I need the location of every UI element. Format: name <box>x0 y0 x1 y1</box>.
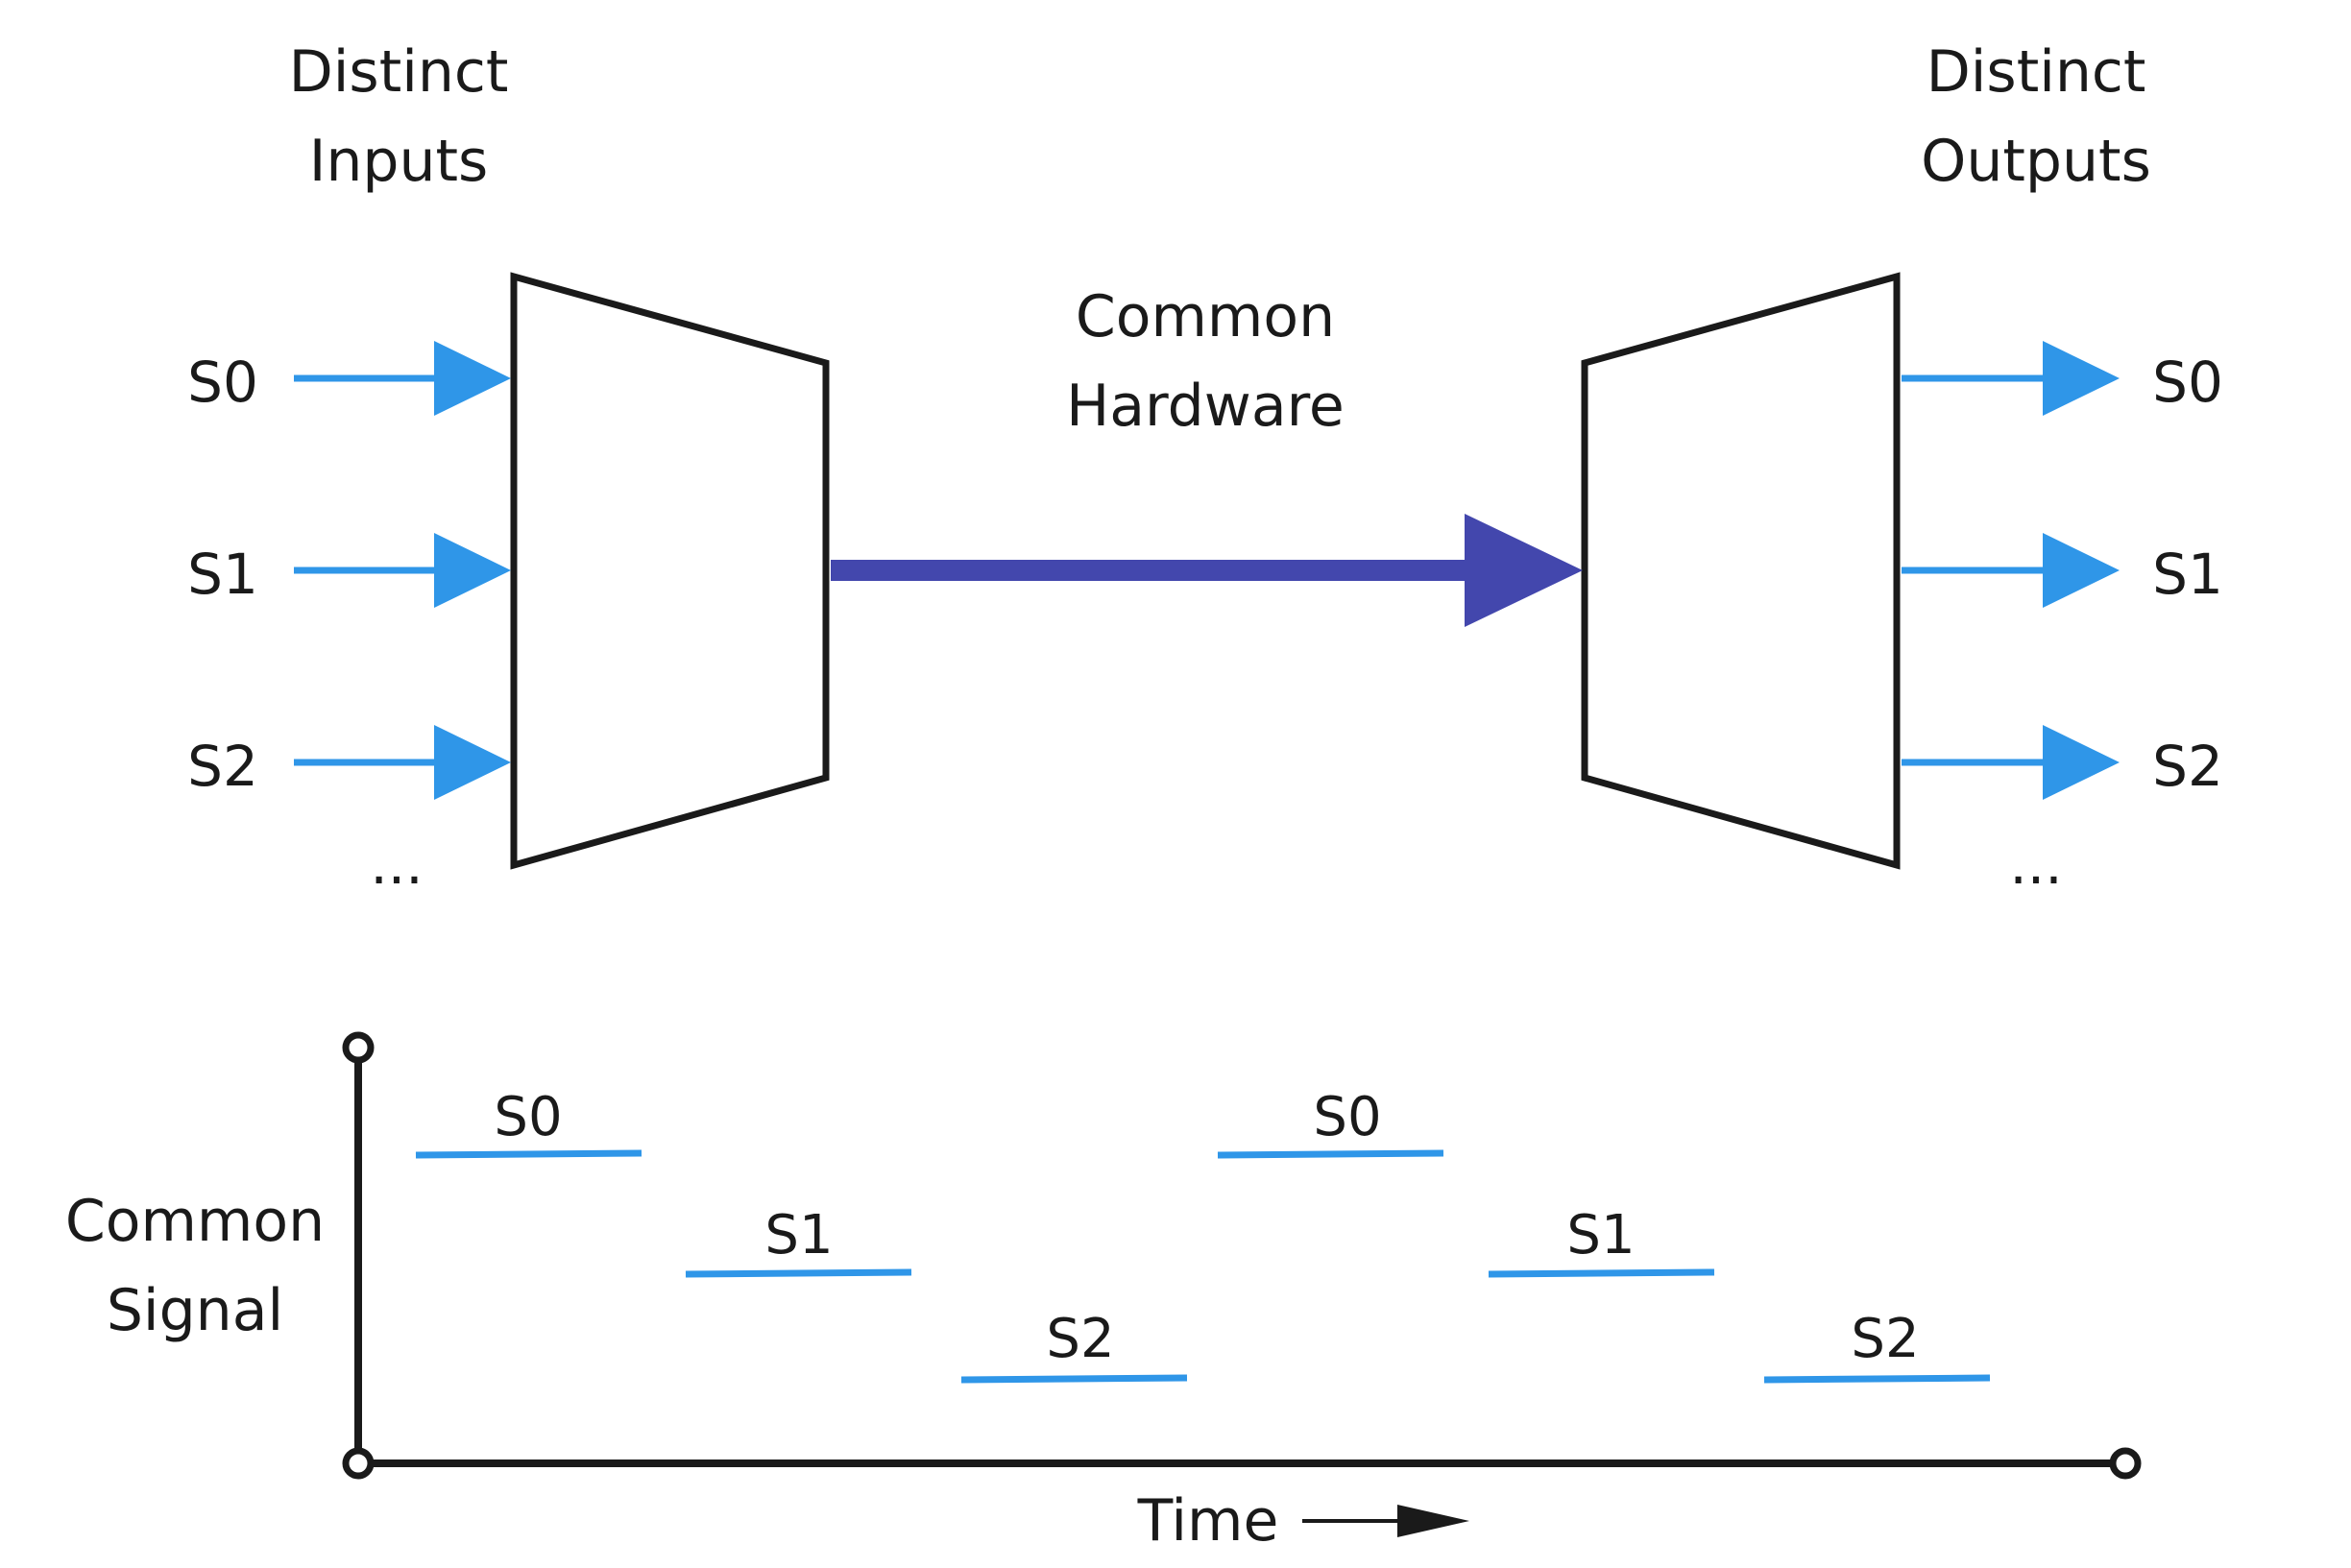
timing-slot: S0 <box>415 1086 642 1159</box>
multiplexer-shape <box>510 272 830 870</box>
input-label-s1: S1 <box>187 542 258 607</box>
input-label-s2: S2 <box>187 734 258 799</box>
timing-slot: S1 <box>1488 1204 1715 1278</box>
outputs-ellipsis: ... <box>2009 832 2062 897</box>
timing-slot: S0 <box>1217 1086 1444 1159</box>
slot-label: S0 <box>1313 1086 1381 1148</box>
slot-label: S2 <box>1851 1308 1919 1370</box>
inputs-ellipsis: ... <box>370 832 423 897</box>
demultiplexer-shape <box>1581 272 1901 870</box>
input-arrow-s2 <box>294 725 511 800</box>
common-hardware-arrow <box>831 514 1583 627</box>
slot-label: S0 <box>494 1086 562 1148</box>
y-axis-label-line1: Common <box>65 1188 325 1255</box>
hardware-title-line2: Hardware <box>1066 373 1345 440</box>
outputs-title-line2: Outputs <box>1921 128 2151 195</box>
timing-slot: S1 <box>685 1204 912 1278</box>
timing-axes <box>342 1031 2142 1480</box>
output-label-s1: S1 <box>2152 542 2223 607</box>
timing-slot: S2 <box>1763 1308 1991 1384</box>
slot-label: S2 <box>1046 1308 1114 1370</box>
axes-origin-endpoint <box>342 1447 375 1480</box>
inputs-title-line1: Distinct <box>289 38 509 106</box>
slot-label: S1 <box>1566 1204 1635 1266</box>
input-arrow-s1 <box>294 533 511 608</box>
x-axis-label: Time <box>1137 1487 1279 1555</box>
outputs-title-line1: Distinct <box>1927 38 2146 106</box>
output-arrow-s2 <box>1902 725 2120 800</box>
inputs-title-line2: Inputs <box>309 128 489 195</box>
hardware-title-line1: Common <box>1076 283 1335 350</box>
time-direction-arrow <box>1302 1505 1469 1537</box>
x-axis-end-endpoint <box>2109 1447 2142 1480</box>
output-arrow-s0 <box>1902 341 2120 416</box>
timing-slot: S2 <box>960 1308 1188 1384</box>
input-arrow-s0 <box>294 341 511 416</box>
slot-label: S1 <box>764 1204 833 1266</box>
y-axis-top-endpoint <box>342 1031 375 1064</box>
output-label-s2: S2 <box>2152 734 2223 799</box>
input-label-s0: S0 <box>187 350 258 415</box>
y-axis-label-line2: Signal <box>107 1277 283 1344</box>
output-arrow-s1 <box>1902 533 2120 608</box>
output-label-s0: S0 <box>2152 350 2223 415</box>
